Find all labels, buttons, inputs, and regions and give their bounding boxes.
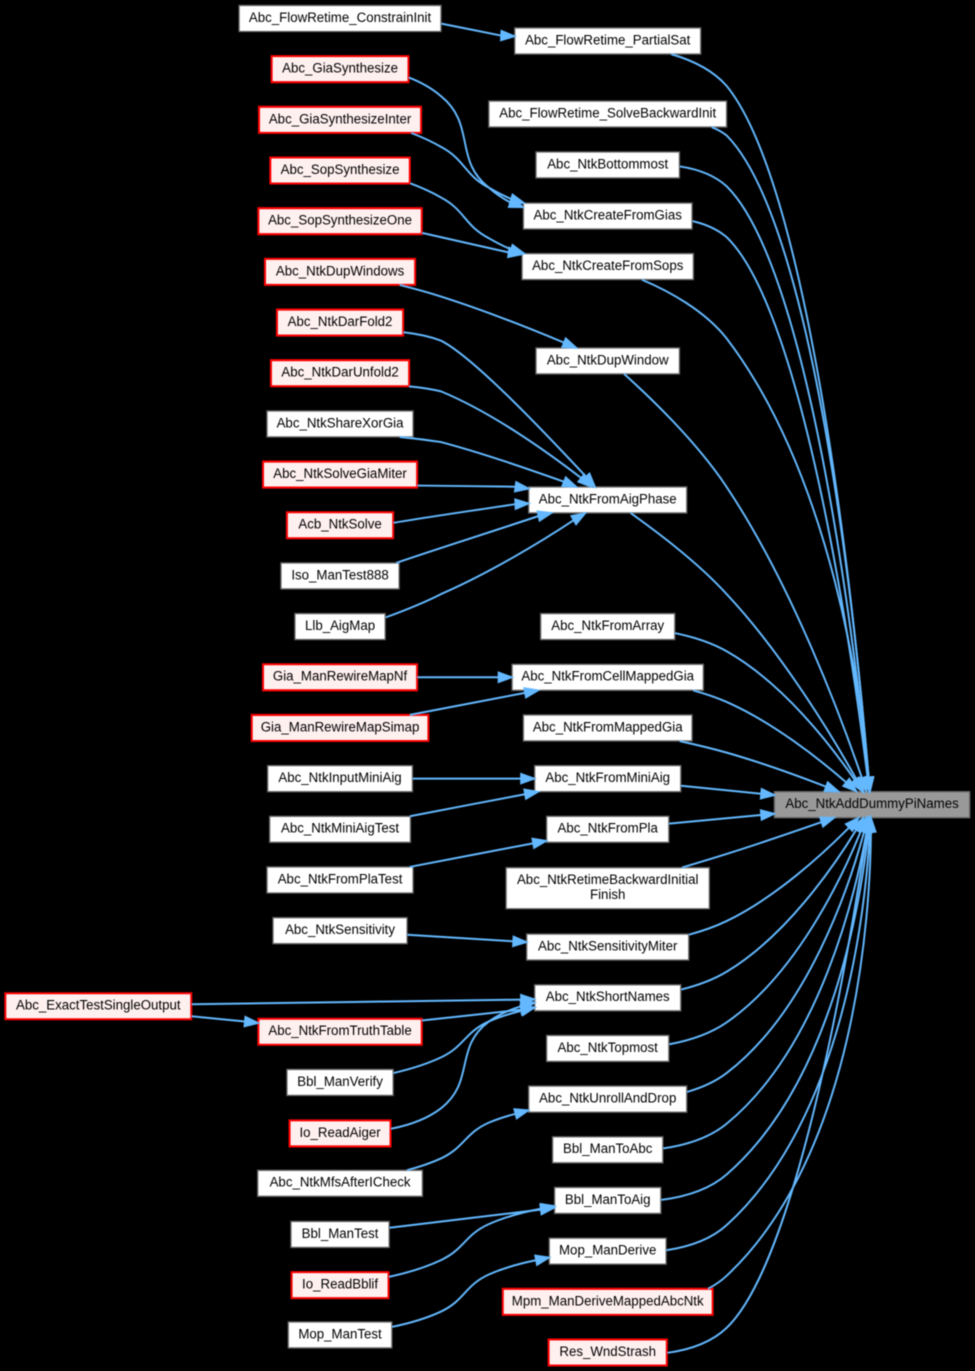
svg-text:Abc_FlowRetime_ConstrainInit: Abc_FlowRetime_ConstrainInit (249, 10, 432, 25)
svg-text:Abc_NtkSensitivityMiter: Abc_NtkSensitivityMiter (538, 938, 678, 953)
svg-text:Abc_NtkFromAigPhase: Abc_NtkFromAigPhase (539, 491, 677, 506)
svg-text:Abc_NtkFromMiniAig: Abc_NtkFromMiniAig (545, 770, 670, 785)
svg-text:Abc_NtkDupWindow: Abc_NtkDupWindow (547, 352, 669, 367)
svg-text:Abc_NtkSensitivity: Abc_NtkSensitivity (285, 922, 395, 937)
svg-text:Gia_ManRewireMapSimap: Gia_ManRewireMapSimap (261, 719, 420, 734)
svg-text:Llb_AigMap: Llb_AigMap (305, 618, 375, 633)
svg-text:Acb_NtkSolve: Acb_NtkSolve (298, 516, 381, 531)
svg-text:Abc_SopSynthesize: Abc_SopSynthesize (281, 162, 400, 177)
svg-text:Abc_SopSynthesizeOne: Abc_SopSynthesizeOne (268, 212, 412, 227)
svg-text:Abc_NtkTopmost: Abc_NtkTopmost (558, 1040, 659, 1055)
svg-text:Abc_NtkBottommost: Abc_NtkBottommost (547, 156, 668, 171)
svg-text:Io_ReadAiger: Io_ReadAiger (299, 1125, 381, 1140)
svg-text:Abc_NtkShortNames: Abc_NtkShortNames (546, 989, 670, 1004)
svg-text:Abc_NtkMfsAfterICheck: Abc_NtkMfsAfterICheck (270, 1175, 411, 1190)
svg-text:Abc_NtkMiniAigTest: Abc_NtkMiniAigTest (281, 821, 399, 836)
svg-text:Bbl_ManToAig: Bbl_ManToAig (565, 1192, 651, 1207)
svg-text:Abc_NtkFromTruthTable: Abc_NtkFromTruthTable (268, 1023, 411, 1038)
svg-text:Abc_FlowRetime_PartialSat: Abc_FlowRetime_PartialSat (525, 32, 691, 47)
svg-text:Abc_NtkCreateFromSops: Abc_NtkCreateFromSops (532, 258, 684, 273)
svg-text:Abc_NtkUnrollAndDrop: Abc_NtkUnrollAndDrop (539, 1090, 676, 1105)
svg-text:Finish: Finish (590, 887, 625, 902)
svg-text:Mop_ManDerive: Mop_ManDerive (559, 1242, 656, 1257)
svg-text:Abc_NtkDarUnfold2: Abc_NtkDarUnfold2 (281, 364, 398, 379)
svg-text:Abc_NtkCreateFromGias: Abc_NtkCreateFromGias (534, 207, 683, 222)
svg-text:Io_ReadBblif: Io_ReadBblif (302, 1276, 378, 1291)
svg-text:Abc_NtkShareXorGia: Abc_NtkShareXorGia (277, 415, 404, 430)
svg-text:Abc_NtkInputMiniAig: Abc_NtkInputMiniAig (278, 770, 401, 785)
svg-text:Abc_NtkDupWindows: Abc_NtkDupWindows (276, 263, 405, 278)
svg-text:Abc_NtkAddDummyPiNames: Abc_NtkAddDummyPiNames (785, 796, 959, 811)
svg-text:Abc_NtkFromCellMappedGia: Abc_NtkFromCellMappedGia (521, 669, 694, 684)
svg-text:Abc_NtkSolveGiaMiter: Abc_NtkSolveGiaMiter (273, 466, 407, 481)
svg-text:Bbl_ManToAbc: Bbl_ManToAbc (563, 1141, 653, 1156)
svg-text:Abc_NtkRetimeBackwardInitial: Abc_NtkRetimeBackwardInitial (517, 872, 699, 887)
svg-text:Abc_NtkFromMappedGia: Abc_NtkFromMappedGia (533, 719, 683, 734)
svg-text:Abc_NtkFromArray: Abc_NtkFromArray (551, 618, 664, 633)
svg-text:Abc_NtkFromPlaTest: Abc_NtkFromPlaTest (278, 871, 403, 886)
svg-text:Abc_ExactTestSingleOutput: Abc_ExactTestSingleOutput (16, 997, 181, 1012)
svg-text:Bbl_ManTest: Bbl_ManTest (302, 1226, 379, 1241)
svg-text:Abc_GiaSynthesizeInter: Abc_GiaSynthesizeInter (269, 111, 412, 126)
svg-text:Abc_GiaSynthesize: Abc_GiaSynthesize (282, 60, 398, 75)
svg-text:Res_WndStrash: Res_WndStrash (559, 1344, 656, 1359)
svg-text:Gia_ManRewireMapNf: Gia_ManRewireMapNf (273, 669, 408, 684)
svg-text:Bbl_ManVerify: Bbl_ManVerify (297, 1074, 383, 1089)
svg-text:Abc_NtkDarFold2: Abc_NtkDarFold2 (288, 314, 393, 329)
svg-text:Iso_ManTest888: Iso_ManTest888 (291, 567, 388, 582)
svg-text:Mpm_ManDeriveMappedAbcNtk: Mpm_ManDeriveMappedAbcNtk (512, 1293, 704, 1308)
svg-text:Mop_ManTest: Mop_ManTest (298, 1326, 382, 1341)
svg-text:Abc_NtkFromPla: Abc_NtkFromPla (558, 821, 659, 836)
svg-text:Abc_FlowRetime_SolveBackwardIn: Abc_FlowRetime_SolveBackwardInit (499, 105, 716, 120)
